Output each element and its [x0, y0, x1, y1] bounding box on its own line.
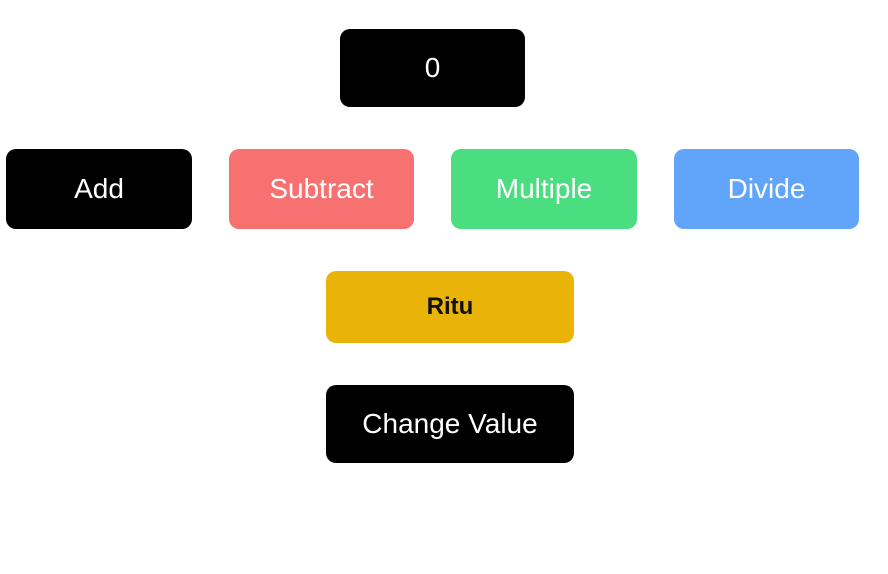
counter-display: 0 [340, 29, 525, 107]
divide-button[interactable]: Divide [674, 149, 859, 229]
add-button[interactable]: Add [6, 149, 192, 229]
change-value-button[interactable]: Change Value [326, 385, 574, 463]
name-display: Ritu [326, 271, 574, 343]
subtract-button[interactable]: Subtract [229, 149, 414, 229]
multiple-button[interactable]: Multiple [451, 149, 637, 229]
